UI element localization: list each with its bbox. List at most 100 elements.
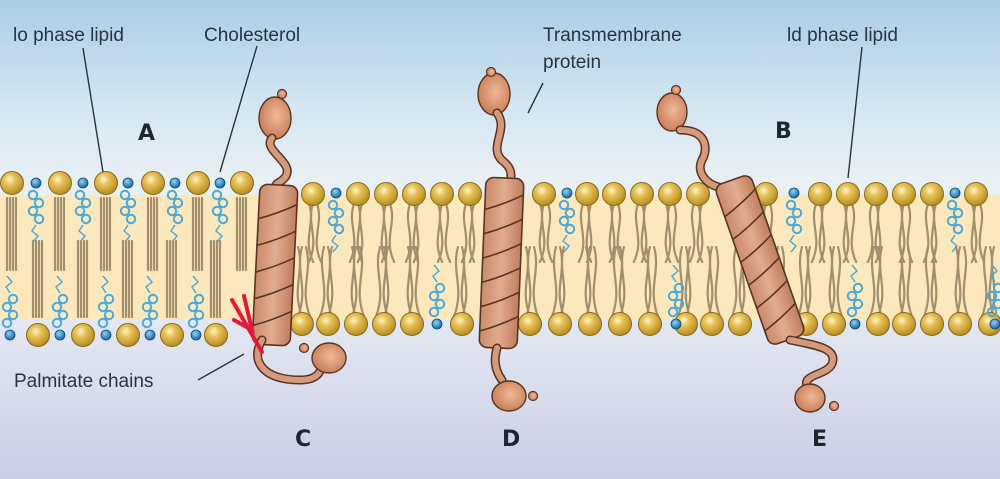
cholesterol-ring	[97, 317, 109, 329]
lipid-head	[71, 323, 95, 347]
cholesterol-ring	[992, 282, 1000, 294]
protein-e-bottom-globule	[794, 383, 826, 413]
cholesterol-ring	[125, 213, 137, 225]
cholesterol-ring	[992, 298, 1000, 310]
lipid-tail	[684, 245, 692, 319]
lipid-tail	[452, 245, 460, 319]
cholesterol-ring	[333, 207, 345, 219]
lipid-tail	[610, 245, 618, 319]
lipid-tail	[664, 202, 672, 264]
protein-c-bottom-globule-nub	[298, 342, 310, 354]
cholesterol-ring	[172, 213, 184, 225]
lipid-tail	[980, 245, 988, 319]
cholesterol-ring	[80, 213, 92, 225]
cholesterol-tail	[101, 275, 109, 294]
leader-palmitate-chains	[197, 353, 245, 381]
protein-c-top-globule-nub	[276, 88, 288, 100]
lipid-head	[822, 312, 846, 336]
cholesterol-ring	[852, 282, 864, 294]
lipid-head	[400, 312, 424, 336]
lipid-head	[372, 312, 396, 336]
cholesterol-tail	[789, 234, 797, 253]
lipid-tail	[436, 202, 444, 264]
protein-e-top-globule	[656, 92, 688, 132]
protein-d-helix-turn	[482, 242, 522, 259]
lipid-tail	[358, 245, 366, 319]
lipid-head	[290, 312, 314, 336]
lipid-tail	[412, 202, 420, 264]
lipid-head	[344, 312, 368, 336]
cholesterol-head	[431, 318, 443, 330]
cholesterol-ring	[217, 197, 229, 209]
cholesterol-head	[330, 187, 342, 199]
lipid-tail	[374, 245, 382, 319]
cholesterol-ring	[33, 213, 45, 225]
protein-d-helix-turn	[481, 267, 521, 284]
cholesterol-tail	[990, 264, 998, 283]
cholesterol-tail	[5, 275, 13, 294]
lipid-head	[26, 323, 50, 347]
protein-c-helix-turn	[252, 310, 293, 327]
protein-c-helix	[251, 183, 299, 347]
lipid-head	[160, 323, 184, 347]
label-transmembrane-protein-line1: Transmembrane	[543, 25, 682, 46]
lipid-head	[686, 182, 710, 206]
protein-e-helix-turn	[756, 279, 788, 309]
lipid-tail	[618, 245, 626, 319]
lipid-tail	[632, 202, 640, 264]
cholesterol-ring	[327, 215, 339, 227]
cholesterol-head	[77, 177, 89, 189]
cholesterol-head	[100, 329, 112, 341]
protein-c-helix-turn	[256, 230, 297, 247]
lipid-head	[374, 182, 398, 206]
lipid-tail	[532, 245, 540, 319]
lipid-tail	[414, 245, 422, 319]
lipid-tail	[804, 245, 812, 319]
cholesterol-ring	[51, 301, 63, 313]
cholesterol-ring	[7, 309, 19, 321]
cholesterol-ring	[667, 290, 679, 302]
cholesterol-ring	[673, 298, 685, 310]
lipid-tail	[850, 202, 858, 264]
cholesterol-ring	[564, 223, 576, 235]
cholesterol-ring	[27, 205, 39, 217]
lipid-head	[48, 171, 72, 195]
lipid-tail	[406, 245, 414, 319]
lipid-tail	[672, 202, 680, 264]
lipid-tail	[930, 245, 938, 319]
lipid-head	[608, 312, 632, 336]
palmitate-chain	[230, 294, 264, 354]
lipid-head	[866, 312, 890, 336]
protein-d-helix-turn	[484, 194, 524, 211]
cholesterol-ring	[434, 298, 446, 310]
lipid-head	[532, 182, 556, 206]
lipid-tail	[810, 202, 818, 264]
protein-e-helix-turn	[748, 257, 780, 286]
cholesterol-ring	[952, 223, 964, 235]
cholesterol-tail	[78, 224, 86, 243]
lipid-head	[920, 312, 944, 336]
cholesterol-head	[4, 329, 16, 341]
cholesterol-ring	[97, 301, 109, 313]
lipid-tail	[318, 245, 326, 319]
lipid-head	[630, 182, 654, 206]
cholesterol-ring	[946, 199, 958, 211]
protein-e-bottom-strand	[787, 337, 836, 391]
lipid-head	[116, 323, 140, 347]
protein-e-helix-turn	[740, 234, 772, 264]
cholesterol-ring	[141, 301, 153, 313]
lipid-tail	[954, 245, 962, 319]
lipid-tail	[616, 202, 624, 264]
lipid-tail	[676, 245, 684, 319]
cholesterol-ring	[785, 215, 797, 227]
cholesterol-ring	[785, 199, 797, 211]
protein-c-helix-turn	[254, 283, 294, 300]
cholesterol-tail	[215, 224, 223, 243]
lipid-tail	[706, 245, 714, 319]
lipid-head	[141, 171, 165, 195]
cholesterol-ring	[51, 317, 63, 329]
lipid-tail	[874, 202, 882, 264]
region-letter-e: E	[812, 427, 827, 452]
